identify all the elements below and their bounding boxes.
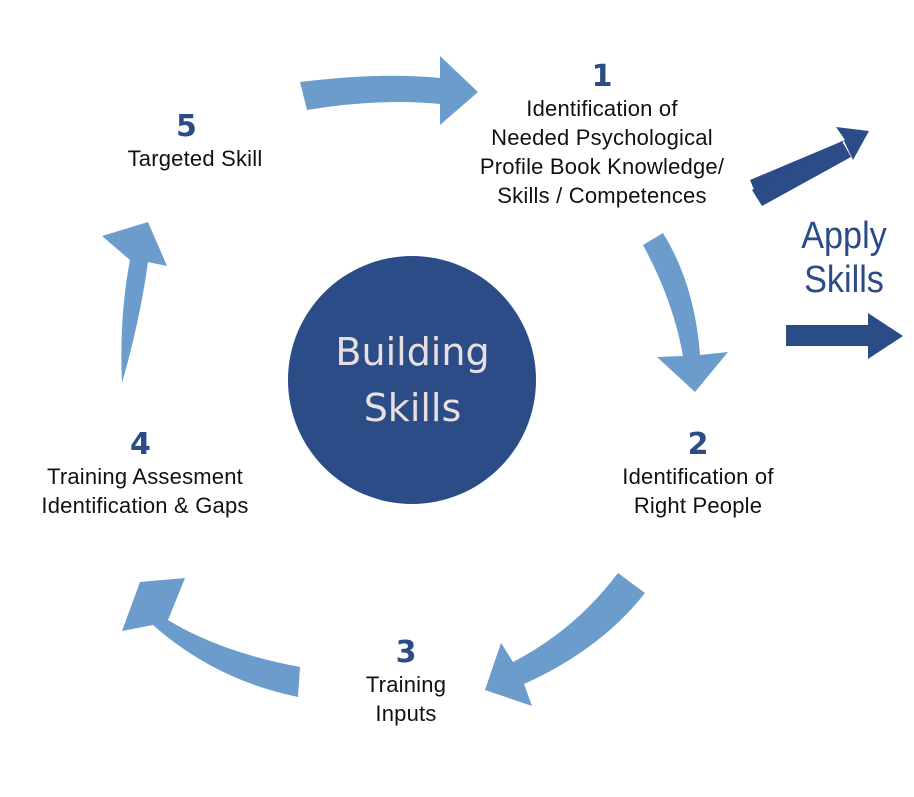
apply-arrow-horizontal xyxy=(786,313,903,359)
center-label: Building Skills xyxy=(335,329,490,430)
apply-skills-label: Apply Skills xyxy=(801,215,887,301)
step-2-text: Identification of Right People xyxy=(622,464,774,518)
step-1-number: 1 xyxy=(591,59,613,94)
step-4-number: 4 xyxy=(130,427,151,462)
apply-arrow-diagonal-body xyxy=(752,141,851,206)
step-3-number: 3 xyxy=(395,635,417,670)
step-1-text: Identification of Needed Psychological P… xyxy=(479,96,725,208)
step-2-number: 2 xyxy=(687,427,709,462)
cycle-arrow-5-to-1 xyxy=(300,56,478,125)
step-5-text: Targeted Skill xyxy=(127,146,263,171)
cycle-arrow-4-to-5 xyxy=(91,222,167,383)
step-5: 5 Targeted Skill xyxy=(90,110,300,173)
step-3-text: Training Inputs xyxy=(365,672,447,726)
step-4: 4 Training Assesment Identification & Ga… xyxy=(10,428,280,520)
step-5-number: 5 xyxy=(176,109,197,144)
step-1: 1 Identification of Needed Psychological… xyxy=(432,60,772,210)
step-4-text: Training Assesment Identification & Gaps xyxy=(41,464,249,518)
cycle-arrow-2-to-3 xyxy=(485,573,645,706)
center-circle xyxy=(288,256,536,504)
step-2: 2 Identification of Right People xyxy=(568,428,828,520)
cycle-arrow-1-to-2 xyxy=(643,233,728,392)
cycle-arrow-3-to-4 xyxy=(122,578,300,697)
step-3: 3 Training Inputs xyxy=(326,636,486,728)
